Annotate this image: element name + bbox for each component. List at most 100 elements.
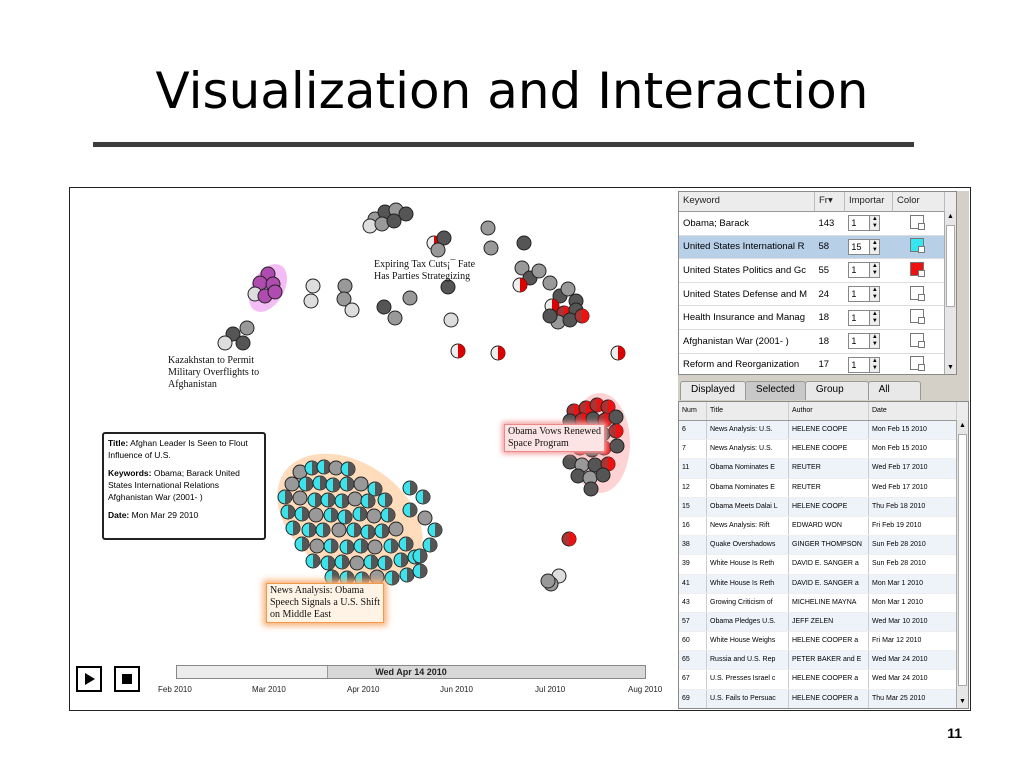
spinner-arrows-icon[interactable]: ▲▼ <box>869 310 880 325</box>
stop-button[interactable] <box>114 666 140 692</box>
document-node[interactable] <box>560 281 576 297</box>
document-node[interactable] <box>312 475 328 491</box>
spinner-arrows-icon[interactable]: ▲▼ <box>869 357 880 372</box>
document-node[interactable] <box>308 507 324 523</box>
document-node[interactable] <box>402 480 418 496</box>
document-node[interactable] <box>363 554 379 570</box>
document-node[interactable] <box>339 476 355 492</box>
color-picker-swatch[interactable] <box>910 309 926 325</box>
col-color[interactable]: Color <box>893 192 945 211</box>
document-node[interactable] <box>320 555 336 571</box>
document-node[interactable] <box>430 242 446 258</box>
document-node[interactable] <box>387 310 403 326</box>
document-node[interactable] <box>531 263 547 279</box>
document-node[interactable] <box>402 502 418 518</box>
document-node[interactable] <box>608 409 624 425</box>
document-node[interactable] <box>393 552 409 568</box>
document-node[interactable] <box>540 573 556 589</box>
document-node[interactable] <box>280 504 296 520</box>
document-node[interactable] <box>514 260 530 276</box>
document-node[interactable] <box>412 563 428 579</box>
document-node[interactable] <box>386 213 402 229</box>
document-node[interactable] <box>267 284 283 300</box>
col-importance[interactable]: Importar <box>845 192 893 211</box>
document-node[interactable] <box>298 476 314 492</box>
document-node[interactable] <box>589 397 605 413</box>
document-node[interactable] <box>323 507 339 523</box>
document-node[interactable] <box>483 240 499 256</box>
document-node[interactable] <box>340 461 356 477</box>
document-node[interactable] <box>422 537 438 553</box>
scroll-thumb[interactable] <box>946 225 955 307</box>
color-picker-swatch[interactable] <box>910 356 926 372</box>
document-node[interactable] <box>380 507 396 523</box>
document-node[interactable] <box>402 290 418 306</box>
document-node[interactable] <box>353 476 369 492</box>
document-node[interactable] <box>360 524 376 540</box>
document-node[interactable] <box>324 569 340 585</box>
document-node[interactable] <box>294 536 310 552</box>
importance-spinner[interactable]: 1▲▼ <box>848 286 881 303</box>
document-node[interactable] <box>399 567 415 583</box>
document-node[interactable] <box>303 293 319 309</box>
col-frequency[interactable]: Fr▾ <box>815 192 845 211</box>
document-node[interactable] <box>366 508 382 524</box>
document-node[interactable] <box>377 492 393 508</box>
document-node[interactable] <box>480 220 496 236</box>
document-node[interactable] <box>334 493 350 509</box>
document-node[interactable] <box>440 279 456 295</box>
document-node[interactable] <box>320 492 336 508</box>
document-node[interactable] <box>412 548 428 564</box>
color-picker-swatch[interactable] <box>910 261 926 277</box>
document-node[interactable] <box>600 456 616 472</box>
importance-spinner[interactable]: 1▲▼ <box>848 262 881 279</box>
document-node[interactable] <box>427 522 443 538</box>
document-node[interactable] <box>377 555 393 571</box>
scroll-up-icon[interactable]: ▲ <box>959 422 966 429</box>
document-node[interactable] <box>512 277 528 293</box>
importance-spinner[interactable]: 1▲▼ <box>848 309 881 326</box>
document-node[interactable] <box>284 476 300 492</box>
document-node[interactable] <box>354 571 370 587</box>
scroll-thumb[interactable] <box>958 434 967 686</box>
document-node[interactable] <box>277 489 293 505</box>
document-node[interactable] <box>334 554 350 570</box>
tab-group[interactable]: Group <box>804 381 869 400</box>
document-node[interactable] <box>315 522 331 538</box>
document-node[interactable] <box>360 493 376 509</box>
document-node[interactable] <box>305 278 321 294</box>
importance-spinner[interactable]: 1▲▼ <box>848 356 881 373</box>
document-node[interactable] <box>574 308 590 324</box>
document-node[interactable] <box>398 206 414 222</box>
color-picker-swatch[interactable] <box>910 214 926 230</box>
document-node[interactable] <box>583 481 599 497</box>
document-node[interactable] <box>346 522 362 538</box>
document-node[interactable] <box>305 553 321 569</box>
document-scrollbar[interactable]: ▲ ▼ <box>956 420 968 708</box>
col-title[interactable]: Title <box>707 402 789 420</box>
spinner-arrows-icon[interactable]: ▲▼ <box>869 287 880 302</box>
document-node[interactable] <box>337 509 353 525</box>
document-node[interactable] <box>307 492 323 508</box>
document-node[interactable] <box>294 506 310 522</box>
document-node[interactable] <box>388 521 404 537</box>
document-node[interactable] <box>542 275 558 291</box>
keyword-table[interactable]: Keyword Fr▾ Importar Color Obama; Barack… <box>678 191 957 375</box>
col-date[interactable]: Date <box>869 402 957 420</box>
scroll-up-icon[interactable]: ▲ <box>947 213 954 220</box>
document-node[interactable] <box>383 538 399 554</box>
document-node[interactable] <box>347 491 363 507</box>
document-node[interactable] <box>595 467 611 483</box>
color-picker-swatch[interactable] <box>910 238 926 254</box>
document-node[interactable] <box>367 539 383 555</box>
